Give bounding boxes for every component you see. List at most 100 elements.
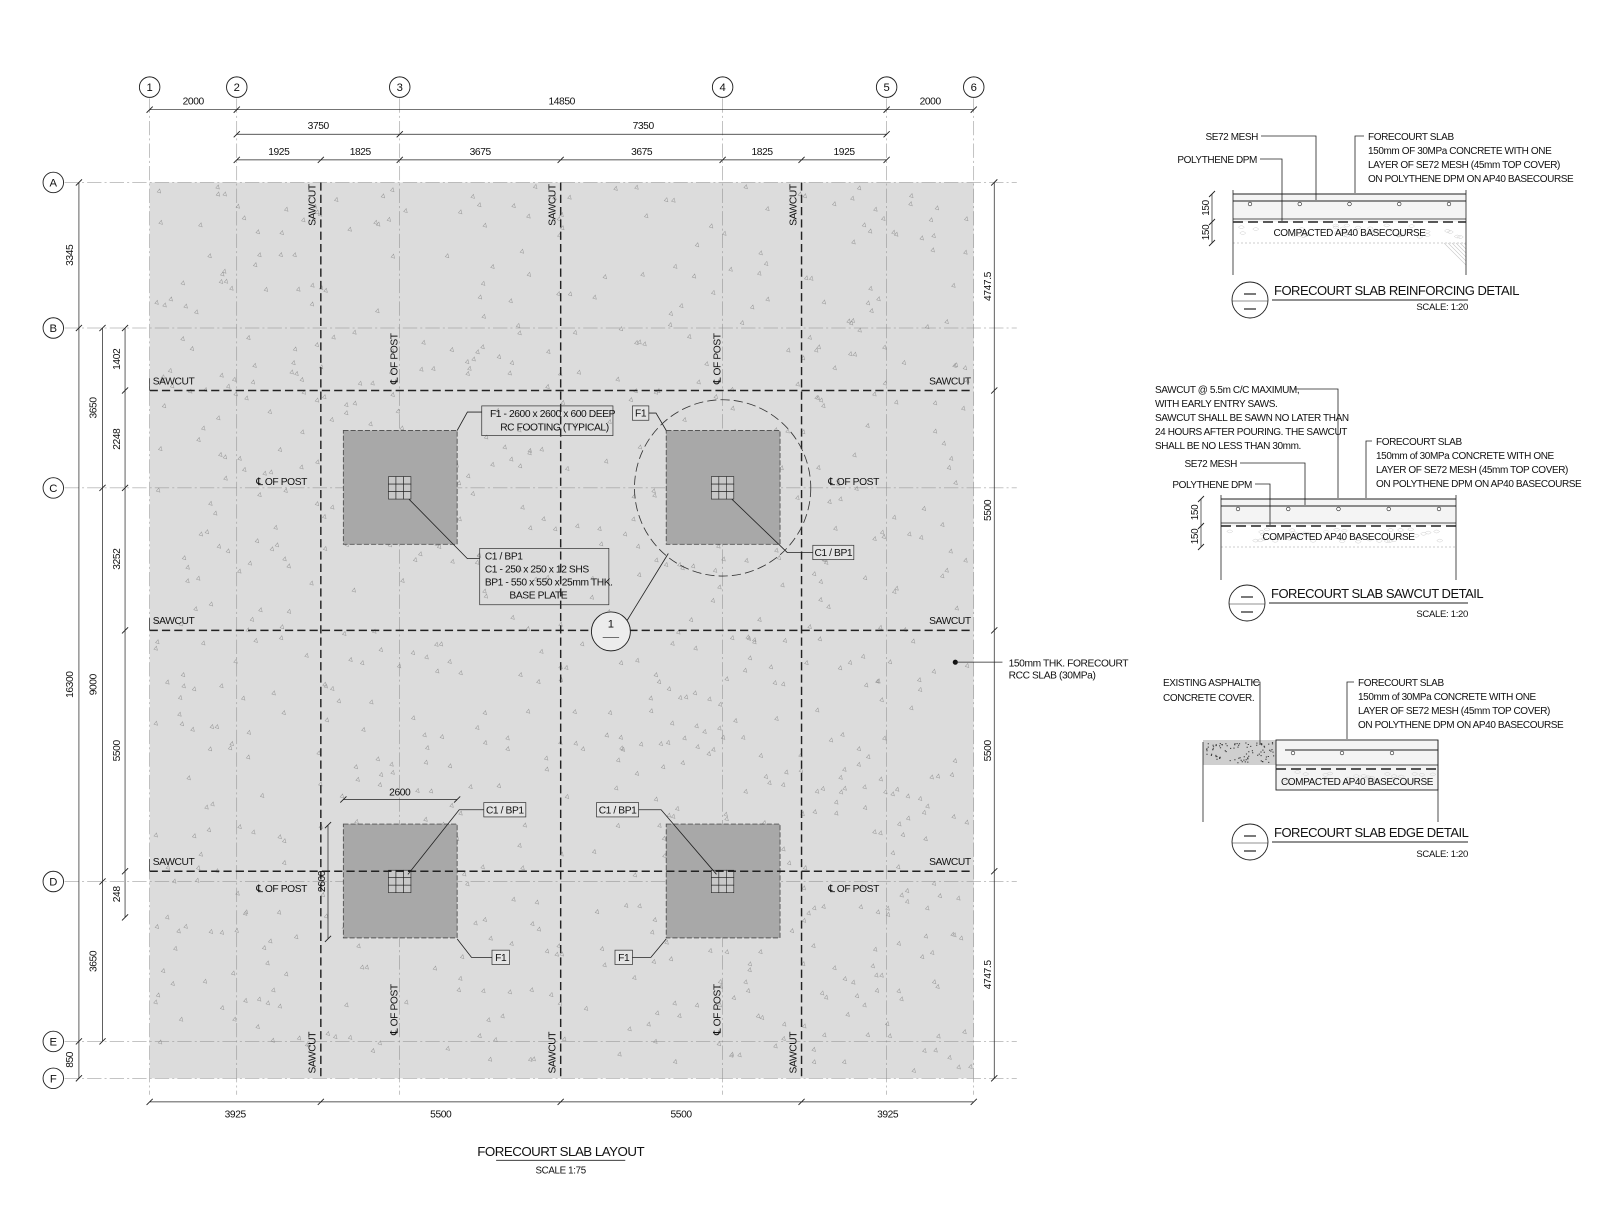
footing-width-dim: 2600 — [389, 787, 411, 798]
slab-spec-leader — [1365, 440, 1372, 498]
dimension-label: 5500 — [430, 1109, 452, 1120]
asphalt-texture — [1206, 742, 1275, 764]
base-plate-cell — [711, 483, 720, 492]
dpm-label: POLYTHENE DPM — [1172, 480, 1252, 491]
basecourse-label: COMPACTED AP40 BASECOURSE — [1262, 532, 1415, 543]
base-plate-cell — [395, 491, 404, 500]
base-plate-cell — [711, 877, 720, 886]
dimension-label: 3650 — [88, 397, 99, 419]
base-plate-cell — [388, 877, 397, 886]
dimension-tick — [75, 1037, 83, 1045]
dimension-label: 1925 — [268, 147, 290, 158]
mesh-leader — [1240, 462, 1306, 505]
base-plate-cell — [718, 877, 727, 886]
grid-bubble-column — [389, 76, 411, 98]
dimension-tick — [1197, 522, 1205, 530]
dpm-label: POLYTHENE DPM — [1177, 155, 1257, 166]
base-plate-cell — [711, 476, 720, 485]
base-plate-cell — [718, 884, 727, 893]
mesh-bar — [1339, 750, 1345, 756]
footing-note-box — [481, 405, 614, 436]
existing-cover-label: EXISTING ASPHALTIC — [1163, 678, 1260, 689]
grid-row-label: E — [50, 1037, 58, 1049]
concrete-layer — [1221, 499, 1456, 526]
mesh-bar — [1386, 506, 1391, 512]
base-plate-cell — [403, 877, 412, 886]
dimension-tick — [121, 913, 129, 921]
sawcut-label: SAWCUT — [929, 376, 972, 387]
column-note-box — [479, 548, 610, 606]
dimension-tick — [990, 179, 998, 186]
mesh-bar — [1436, 506, 1442, 512]
dimension-label: 9000 — [88, 673, 99, 695]
grid-row-label: C — [49, 483, 57, 495]
column-note-leader — [408, 498, 480, 560]
footing-note-line: F1 - 2600 x 2600 x 600 DEEP — [490, 409, 616, 420]
column-base-plate — [711, 476, 735, 500]
sawcut-label: SAWCUT — [929, 857, 972, 868]
dimension-label: 3345 — [65, 244, 76, 266]
tag-leader — [648, 412, 667, 431]
tag-c1-bp1: C1 / BP1 — [814, 548, 852, 559]
dimension-tick — [233, 130, 241, 138]
existing-cover-label: CONCRETE COVER. — [1163, 693, 1254, 704]
column-note-line: C1 / BP1 — [485, 552, 523, 563]
dimension-tick — [557, 156, 565, 164]
grid-column-label: 5 — [883, 82, 889, 94]
mesh-bar — [1235, 506, 1241, 512]
dimension-tick — [883, 156, 891, 164]
mesh-bar — [1389, 750, 1395, 756]
dimension-tick — [99, 878, 106, 885]
centreline-of-post-label: ℄ OF POST — [255, 477, 308, 488]
dimension-tick — [146, 106, 154, 114]
tag-leader — [407, 809, 484, 875]
plan-title: FORECOURT SLAB LAYOUT — [477, 1144, 644, 1159]
base-plate-cell — [718, 476, 727, 485]
grid-bubble-column — [711, 76, 734, 98]
base-plate-cell — [388, 483, 397, 492]
base-plate-cell — [403, 483, 412, 492]
dimension-tick — [883, 130, 891, 138]
sawcut-label: SAWCUT — [548, 183, 559, 226]
dimension-label: 248 — [112, 886, 123, 903]
base-plate-cell — [388, 476, 397, 485]
dimension-label: 3925 — [225, 1109, 247, 1120]
basecourse-label: COMPACTED AP40 BASECOURSE — [1281, 777, 1434, 788]
basecourse-thickness-dim: 150 — [1190, 528, 1201, 544]
footing-note-leader — [456, 411, 482, 431]
detail-title: FORECOURT SLAB SAWCUT DETAIL — [1271, 586, 1483, 601]
tag-leader — [638, 809, 717, 875]
dimension-label: 1825 — [752, 147, 774, 158]
dimension-tick — [883, 106, 891, 114]
mesh-label: SE72 MESH — [1184, 459, 1237, 470]
dimension-tick — [396, 130, 404, 138]
mesh-leader — [1261, 135, 1317, 200]
slab-spec-line: LAYER OF SE72 MESH (45mm TOP COVER) — [1358, 706, 1550, 717]
mesh-label: SE72 MESH — [1205, 132, 1258, 143]
grid-column-label: 2 — [234, 82, 240, 94]
grid-bubble-row — [42, 477, 65, 499]
grid-bubble-row — [42, 870, 65, 893]
subgrade-hatch — [1443, 242, 1467, 266]
centreline-of-post-label: ℄ OF POST — [713, 332, 724, 385]
grid-row-label: D — [49, 877, 57, 889]
slab-spec-line: 150mm OF 30MPa CONCRETE WITH ONE — [1368, 146, 1552, 157]
tag-f1: F1 — [618, 953, 630, 964]
slab-spec-line: FORECOURT SLAB — [1358, 678, 1444, 689]
base-plate-cell — [711, 491, 720, 500]
base-plate-cell — [395, 476, 404, 485]
dimension-tick — [1208, 218, 1216, 226]
dimension-label: 3675 — [631, 147, 653, 158]
sawcut-note-line: 24 HOURS AFTER POURING. THE SAWCUT — [1155, 427, 1347, 438]
column-base-plate — [388, 476, 412, 500]
slab-note-line: 150mm THK. FORECOURT — [1009, 658, 1130, 669]
slab-spec-line: ON POLYTHENE DPM ON AP40 BASECOURSE — [1358, 720, 1564, 731]
dimension-label: 2248 — [112, 428, 123, 450]
base-plate-cell — [718, 483, 727, 492]
dimension-tick — [396, 156, 404, 164]
mesh-bar — [1247, 201, 1253, 207]
mesh-bar — [1397, 201, 1402, 207]
slab-spec-line: FORECOURT SLAB — [1368, 132, 1454, 143]
